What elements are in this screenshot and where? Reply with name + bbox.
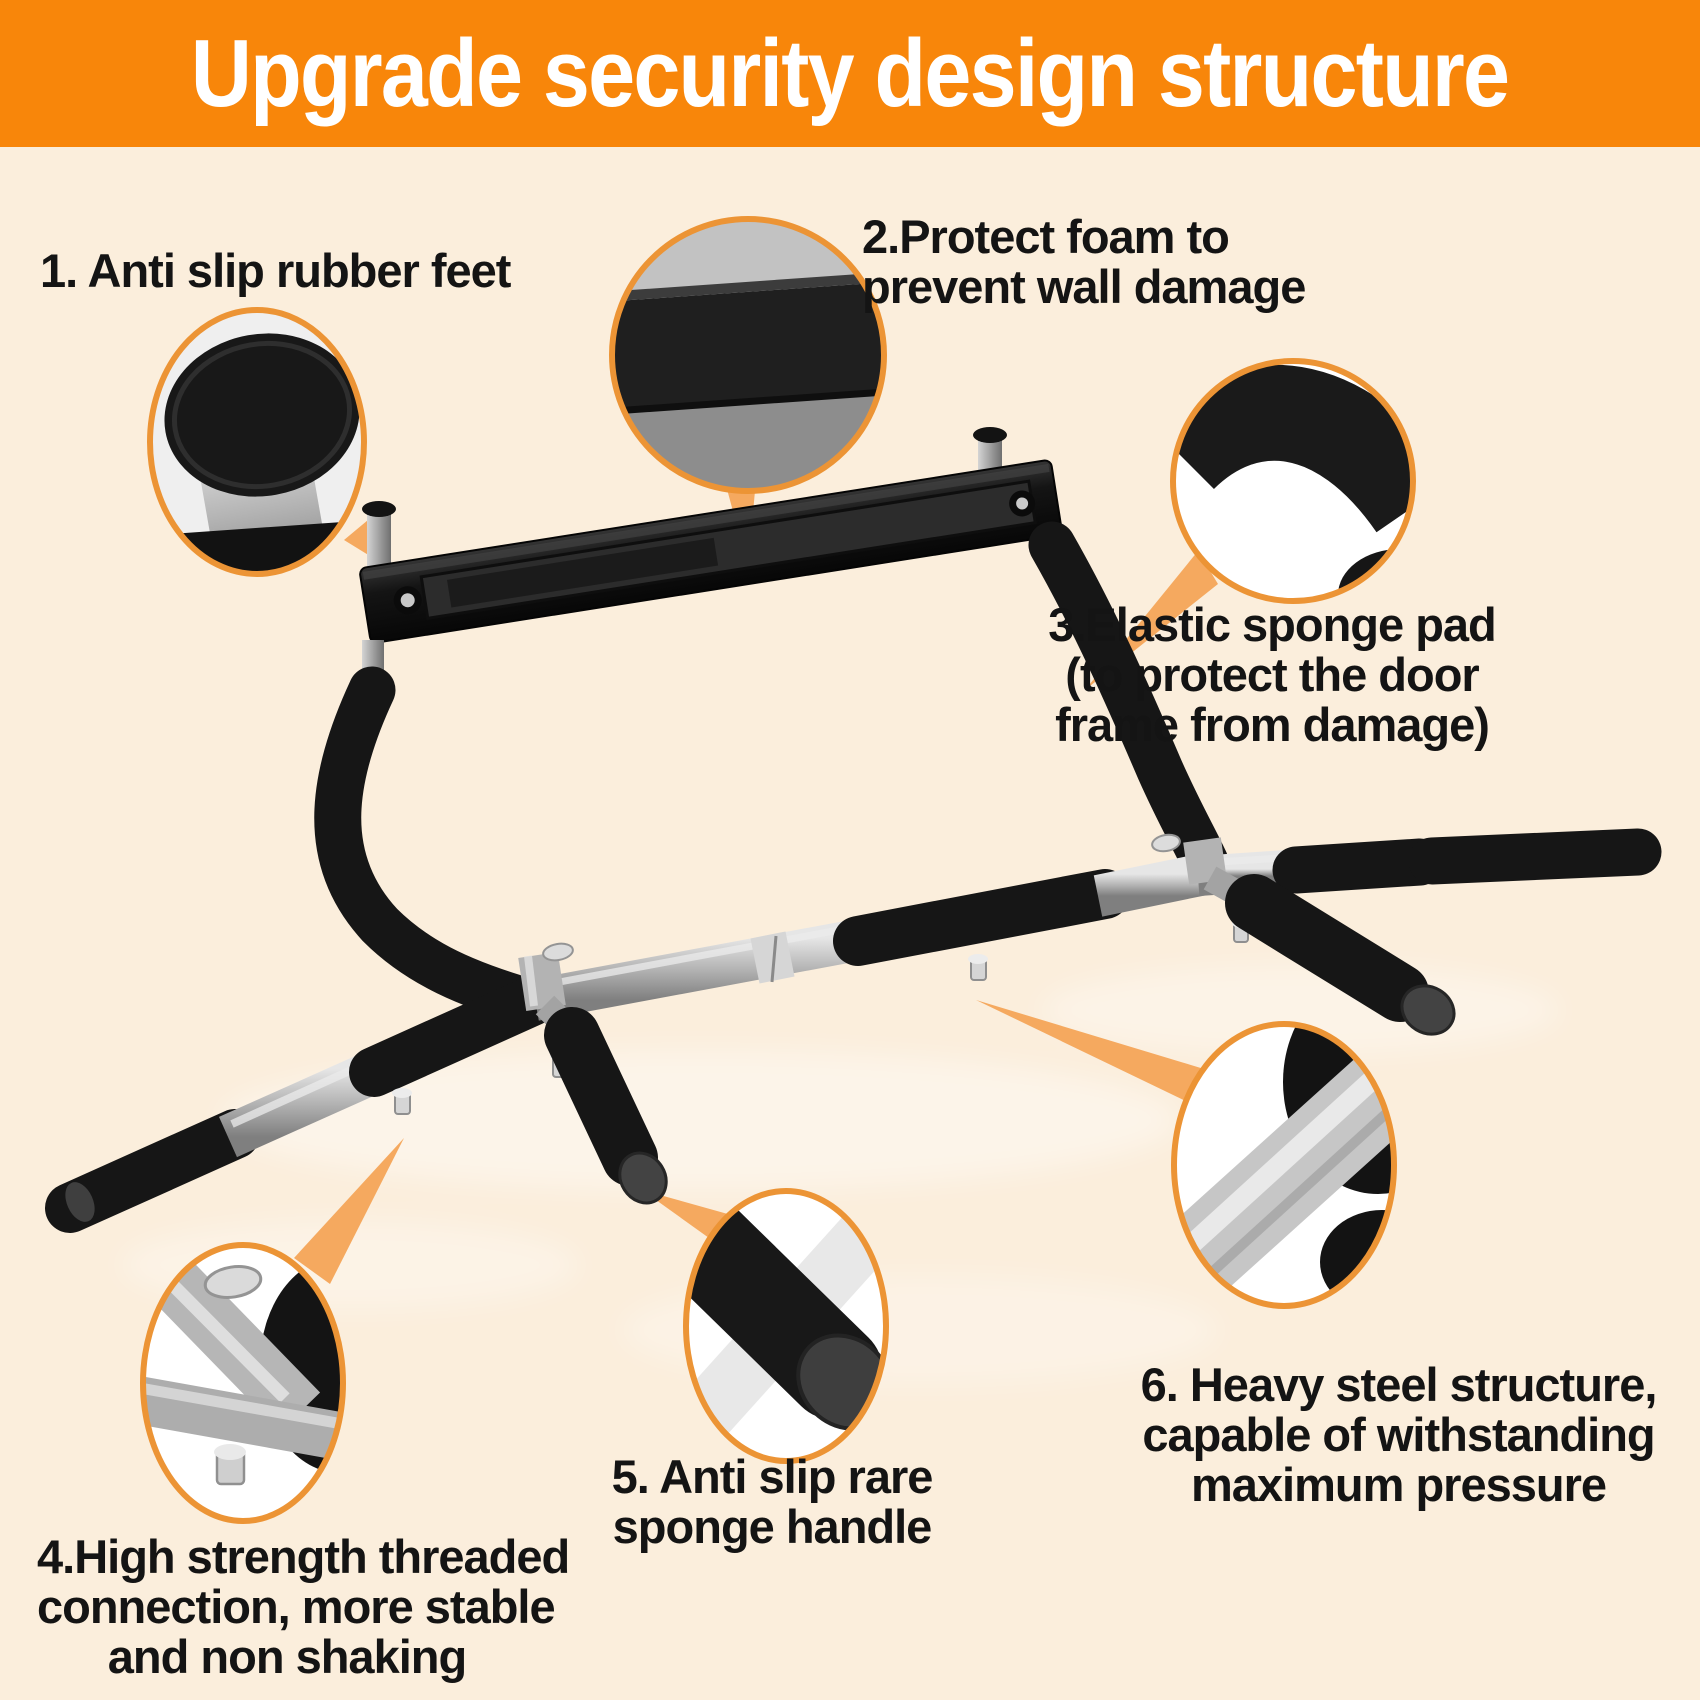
leader-6 [976,1000,1214,1106]
page-title: Upgrade security design structure [191,19,1510,127]
callout-label-sponge-handle: 5. Anti slip rare sponge handle [542,1452,1002,1552]
callout-label-steel-structure: 6. Heavy steel structure, capable of wit… [1126,1360,1671,1510]
leader-4 [294,1138,404,1284]
callout-label-sponge-pad: 3.Elastic sponge pad (to protect the doo… [1012,600,1532,750]
label-line: maximum pressure [1190,1458,1607,1511]
label-line: frame from damage) [1055,698,1490,751]
front-handle-left [535,995,668,1205]
main-grip-bar [45,828,1662,1233]
label-line: (to protect the door [1065,648,1479,701]
label-line: sponge handle [612,1500,933,1553]
left-side-tube [314,640,552,1026]
label-line: 5. Anti slip rare [611,1450,934,1503]
right-side-tube [1028,521,1229,886]
label-line: 6. Heavy steel structure, [1140,1358,1658,1411]
callout-label-protective-foam: 2.Protect foam to prevent wall damage [862,212,1462,312]
label-line: 3.Elastic sponge pad [1048,598,1497,651]
callout-label-threaded-connection: 4.High strength threaded connection, mor… [37,1530,570,1683]
label-line: 4.High strength threaded [37,1530,570,1583]
label-line: connection, more stable [37,1580,556,1633]
header-banner: Upgrade security design structure [0,0,1700,147]
callout-circle-rubber-foot [147,307,367,577]
label-line: prevent wall damage [862,260,1306,313]
hanging-bolt [392,1088,412,1115]
door-bracket-beam [359,459,1063,644]
callout-label-rubber-feet: 1. Anti slip rubber feet [40,246,600,296]
label-line: capable of withstanding [1142,1408,1655,1461]
front-handle-right [1203,866,1456,1036]
label-line: 2.Protect foam to [862,210,1230,263]
label-line: and non shaking [107,1630,467,1683]
callout-circle-threaded-connection [140,1242,346,1524]
hanging-bolt [968,954,988,981]
callout-circle-sponge-handle [683,1188,889,1464]
label-line: 1. Anti slip rubber feet [40,244,511,297]
